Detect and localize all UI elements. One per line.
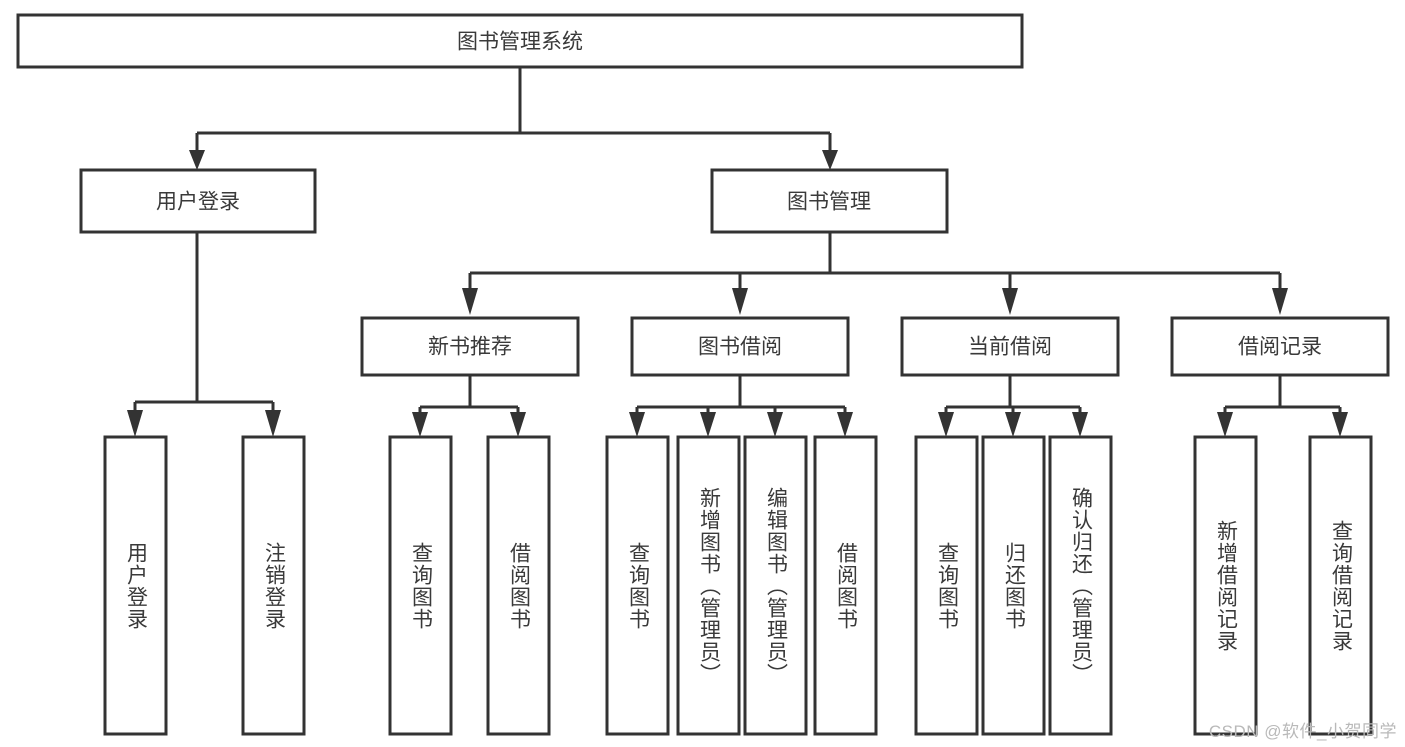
- arrow-head-borrow-record: [1272, 288, 1288, 315]
- leaf-box-query-borrow-record[interactable]: [1308, 435, 1373, 736]
- leaf-box-confirm-return[interactable]: [1048, 435, 1113, 736]
- node-borrow-record[interactable]: [1170, 316, 1390, 377]
- arrow-head-new-book: [462, 288, 478, 315]
- csdn-watermark: CSDN @软件_小贺同学: [1208, 722, 1397, 741]
- arrow-head-leaf-confirm-return: [1072, 412, 1088, 437]
- connectors-book-manage-to-level3: [462, 232, 1288, 315]
- node-book-manage[interactable]: [710, 168, 949, 234]
- arrow-head-current-borrow: [1002, 288, 1018, 315]
- arrow-head-leaf-return-book: [1005, 412, 1021, 437]
- leaf-box-logout-login[interactable]: [241, 435, 306, 736]
- arrow-head-leaf-add-record: [1217, 412, 1233, 437]
- connectors-user-login-to-leaves: [127, 232, 281, 437]
- node-borrow-record-label: 借阅记录: [1238, 336, 1322, 359]
- arrow-head-leaf-borrow-book-1: [510, 412, 526, 437]
- leaf-box-user-login[interactable]: [103, 435, 168, 736]
- leaf-box-add-borrow-record[interactable]: [1193, 435, 1258, 736]
- node-current-borrow[interactable]: [900, 316, 1120, 377]
- arrow-head-user-login: [189, 150, 205, 170]
- leaf-box-borrow-book-1[interactable]: [486, 435, 551, 736]
- arrow-head-leaf-query-book-3: [938, 412, 954, 437]
- node-book-borrow-label: 图书借阅: [698, 336, 782, 359]
- arrow-head-leaf-borrow-book-2: [837, 412, 853, 437]
- node-current-borrow-label: 当前借阅: [968, 336, 1052, 359]
- node-root-system-label: 图书管理系统: [457, 31, 583, 54]
- leaf-box-query-book-1[interactable]: [388, 435, 453, 736]
- node-new-book-recommend[interactable]: [360, 316, 580, 377]
- connectors-borrow-record-to-leaves: [1217, 375, 1348, 437]
- connectors-root-to-level2: [189, 67, 838, 170]
- arrow-head-leaf-user-login: [127, 410, 143, 437]
- arrow-head-book-manage: [822, 150, 838, 170]
- node-user-login-label: 用户登录: [156, 191, 240, 214]
- arrow-head-leaf-logout-login: [265, 410, 281, 437]
- leaf-box-edit-book[interactable]: [743, 435, 808, 736]
- node-user-login[interactable]: [79, 168, 317, 234]
- leaf-box-query-book-3[interactable]: [914, 435, 979, 736]
- connectors-current-borrow-to-leaves: [938, 375, 1088, 437]
- leaf-box-add-book[interactable]: [676, 435, 741, 736]
- arrow-head-leaf-query-book-2: [629, 412, 645, 437]
- arrow-head-leaf-query-record: [1332, 412, 1348, 437]
- arrow-head-leaf-add-book: [700, 412, 716, 437]
- arrow-head-leaf-query-book-1: [412, 412, 428, 437]
- leaf-box-borrow-book-2[interactable]: [813, 435, 878, 736]
- connectors-book-borrow-to-leaves: [629, 375, 853, 437]
- arrow-head-book-borrow: [732, 288, 748, 315]
- arrow-head-leaf-edit-book: [767, 412, 783, 437]
- node-root-system[interactable]: [16, 13, 1024, 69]
- leaf-box-query-book-2[interactable]: [605, 435, 670, 736]
- leaf-box-return-book[interactable]: [981, 435, 1046, 736]
- node-book-manage-label: 图书管理: [787, 191, 871, 214]
- node-new-book-recommend-label: 新书推荐: [428, 336, 512, 359]
- connectors-new-book-to-leaves: [412, 375, 526, 437]
- node-book-borrow[interactable]: [630, 316, 850, 377]
